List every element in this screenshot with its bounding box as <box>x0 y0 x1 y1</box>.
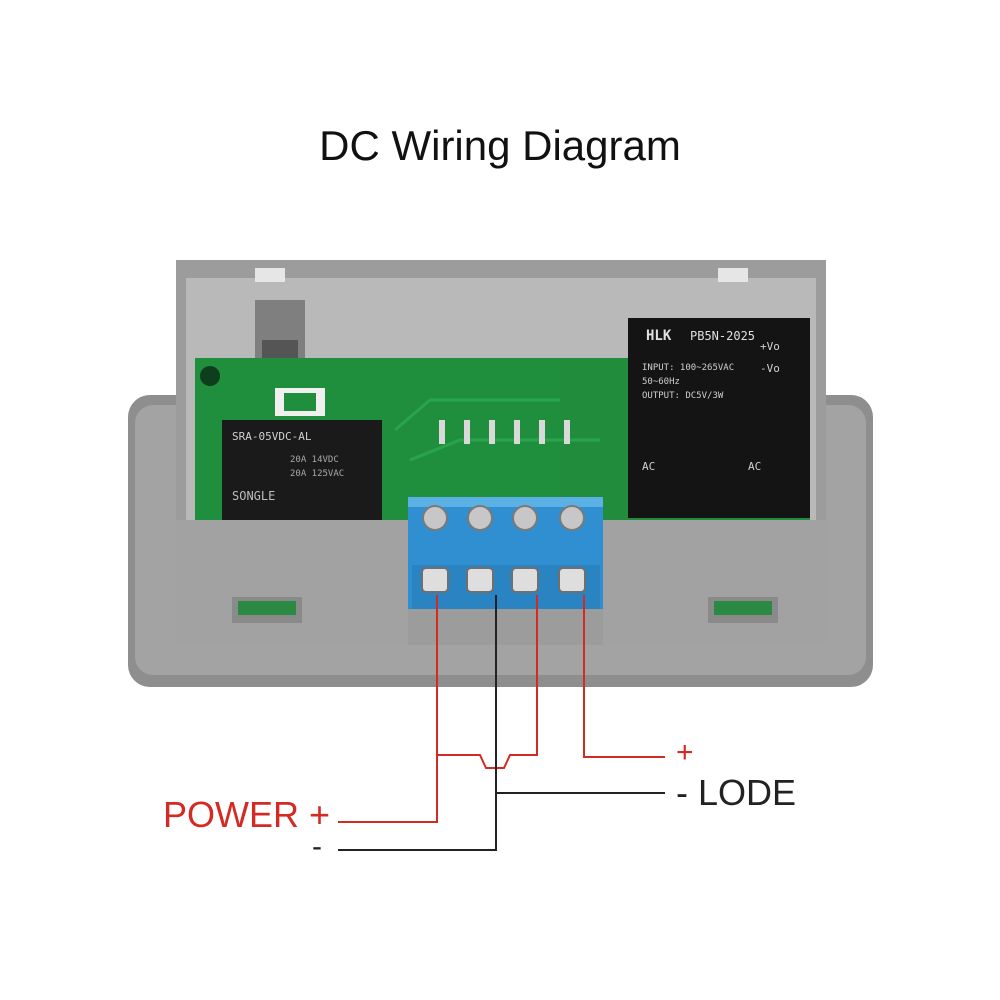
relay-rating-2: 20A 125VAC <box>290 469 344 479</box>
relay-rating-1: 20A 14VDC <box>290 455 339 465</box>
housing-front-wall-left <box>176 520 408 645</box>
pcb-hole <box>200 366 220 386</box>
terminal-screws <box>422 505 585 531</box>
pcb-pad-inner <box>284 393 316 411</box>
page-title: DC Wiring Diagram <box>319 122 681 169</box>
housing-tab-right <box>718 268 748 282</box>
power-positive-label: POWER + <box>163 794 331 835</box>
power-module: HLK PB5N-2025 INPUT: 100~265VAC 50~60Hz … <box>628 318 810 518</box>
load-positive-label: + <box>676 736 694 769</box>
housing-tab-left <box>255 268 285 282</box>
module-ac-left: AC <box>642 460 655 473</box>
module-input: INPUT: 100~265VAC <box>642 363 734 373</box>
housing-front-wall-right <box>603 520 826 645</box>
module-ac-right: AC <box>748 460 761 473</box>
pcb-trace <box>394 398 600 462</box>
housing-window-right-inner <box>714 601 772 615</box>
module-vo-minus: -Vo <box>760 362 780 375</box>
terminal-clamps <box>421 567 586 593</box>
load-negative-label: - LODE <box>676 772 797 813</box>
module-brand: HLK <box>646 328 672 344</box>
relay-model: SRA-05VDC-AL <box>232 430 312 443</box>
module-output: OUTPUT: DC5V/3W <box>642 391 724 401</box>
header-pins <box>439 420 570 444</box>
power-negative-label: - <box>312 830 322 863</box>
relay-brand: SONGLE <box>232 489 275 503</box>
negative-wire <box>338 595 665 851</box>
module-freq: 50~60Hz <box>642 377 680 387</box>
relay: SRA-05VDC-AL 20A 14VDC 20A 125VAC SONGLE <box>222 420 382 520</box>
housing-window-left-inner <box>238 601 296 615</box>
module-model: PB5N-2025 <box>690 329 755 343</box>
power-positive-wire <box>338 595 665 823</box>
module-vo-plus: +Vo <box>760 340 780 353</box>
